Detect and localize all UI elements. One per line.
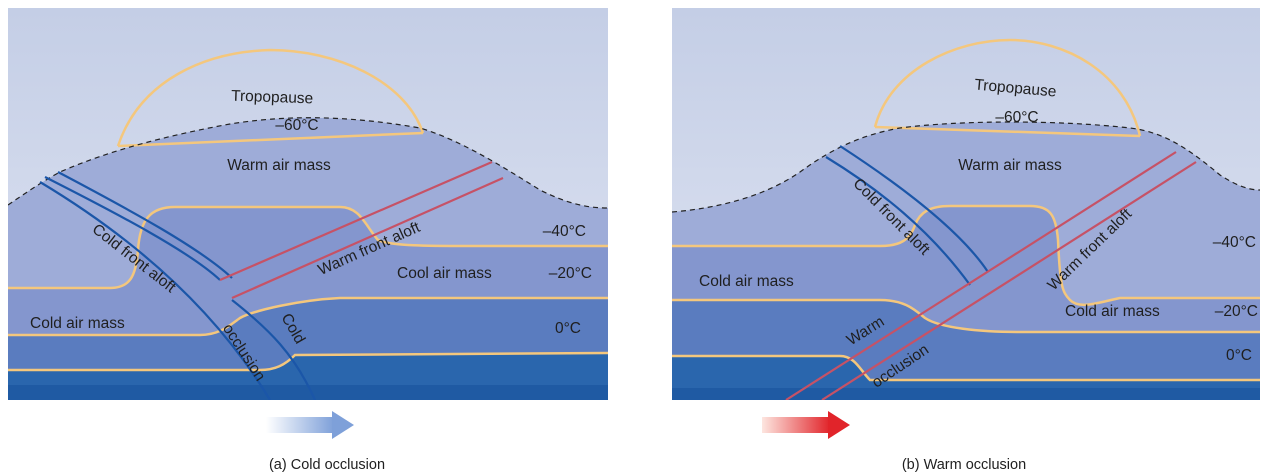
tropopause-label: Tropopause <box>231 88 314 108</box>
warm-movement-arrow <box>762 411 850 439</box>
temp-zero-label: 0°C <box>1226 347 1252 364</box>
warm-front-lines <box>219 160 504 300</box>
tropopause-line <box>8 117 608 209</box>
caption-warm-occlusion: (b) Warm occlusion <box>902 457 1026 473</box>
panel-a-cold-occlusion: Tropopause –60°C Warm air mass Cold fron… <box>8 8 608 400</box>
isotherm-minus60 <box>117 131 424 148</box>
caption-cold-occlusion: (a) Cold occlusion <box>269 457 385 473</box>
warm-front-lines <box>785 151 1197 400</box>
cold-air-mass-right-label: Cold air mass <box>1065 303 1160 320</box>
isotherm-minus60 <box>874 125 1141 138</box>
temp-minus40-label: –40°C <box>1213 234 1256 251</box>
tropopause-dome <box>116 48 425 147</box>
temp-minus40-label: –40°C <box>543 223 586 240</box>
cold-front-lines <box>39 171 317 400</box>
isotherms <box>8 205 608 372</box>
cold-air-mass-left-label: Cold air mass <box>699 273 794 290</box>
temp-zero-label: 0°C <box>555 320 581 337</box>
ground-strip <box>8 385 608 400</box>
tropopause-dome <box>873 38 1142 137</box>
ground-strip <box>672 388 1260 400</box>
isotherms <box>672 204 1260 382</box>
cool-air-mass-label: Cool air mass <box>397 265 492 282</box>
warm-air-mass-label: Warm air mass <box>227 157 331 174</box>
panel-b-warm-occlusion: Tropopause –60°C Warm air mass Cold fron… <box>672 8 1260 400</box>
temp-minus60-label: –60°C <box>275 117 318 134</box>
cold-front-lines <box>825 145 989 286</box>
temp-minus20-label: –20°C <box>1215 303 1258 320</box>
tropopause-line <box>672 121 1260 213</box>
temp-minus20-label: –20°C <box>549 265 592 282</box>
temp-minus60-label: –60°C <box>995 109 1038 126</box>
cold-movement-arrow <box>266 411 354 439</box>
warm-air-mass-label: Warm air mass <box>958 157 1062 174</box>
cold-air-mass-label: Cold air mass <box>30 315 125 332</box>
